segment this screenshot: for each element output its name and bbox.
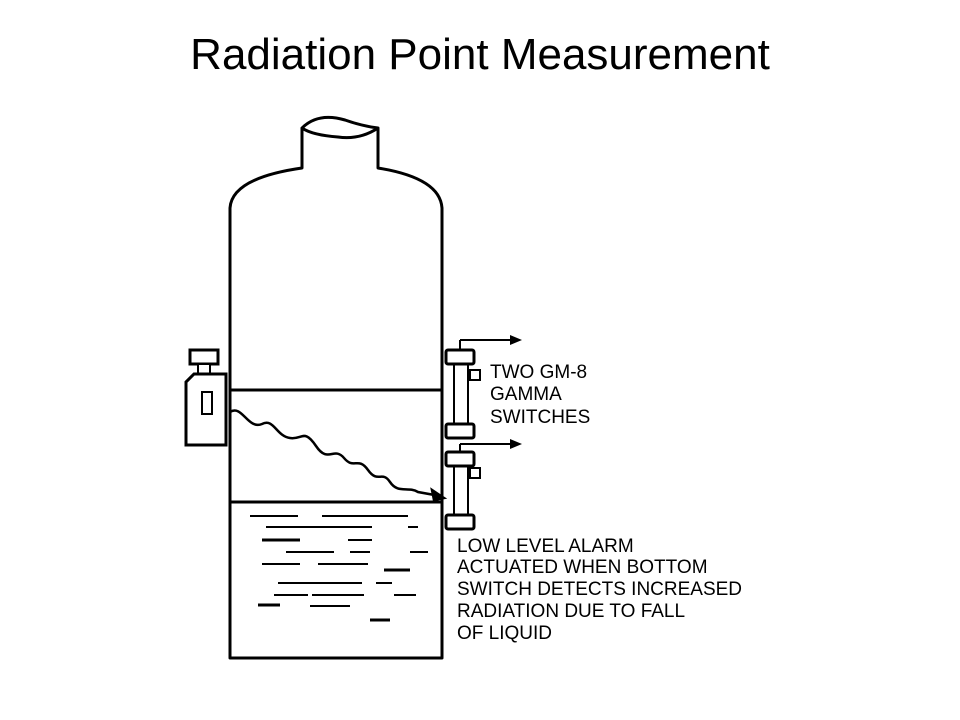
vessel-outline <box>228 128 444 660</box>
alarm-label-line: ACTUATED WHEN BOTTOM <box>457 557 708 578</box>
alarm-label-line: RADIATION DUE TO FALL <box>457 601 685 622</box>
switches-label-line: TWO GM-8 <box>490 362 587 383</box>
radiation-source <box>184 348 228 447</box>
liquid-fill <box>250 515 428 622</box>
source-window <box>201 391 213 415</box>
gamma-switches <box>444 335 522 531</box>
gamma-ray-arrowhead <box>430 487 448 502</box>
page-title: Radiation Point Measurement <box>190 30 770 79</box>
gamma-ray-wave <box>229 409 441 498</box>
alarm-label-line: SWITCH DETECTS INCREASED <box>457 579 742 600</box>
switches-label-line: SWITCHES <box>490 407 590 428</box>
alarm-label: LOW LEVEL ALARM ACTUATED WHEN BOTTOM SWI… <box>457 536 742 644</box>
switches-label-line: GAMMA <box>490 384 562 405</box>
alarm-label-line: OF LIQUID <box>457 623 552 644</box>
upper-gamma-switch <box>444 335 522 440</box>
alarm-label-line: LOW LEVEL ALARM <box>457 536 634 557</box>
outlet-pipe-opening <box>300 115 380 140</box>
switches-label: TWO GM-8 GAMMA SWITCHES <box>490 362 590 428</box>
gamma-ray <box>229 409 448 502</box>
source-cap <box>188 348 220 366</box>
vessel <box>228 115 444 660</box>
lower-gamma-switch <box>444 439 522 531</box>
